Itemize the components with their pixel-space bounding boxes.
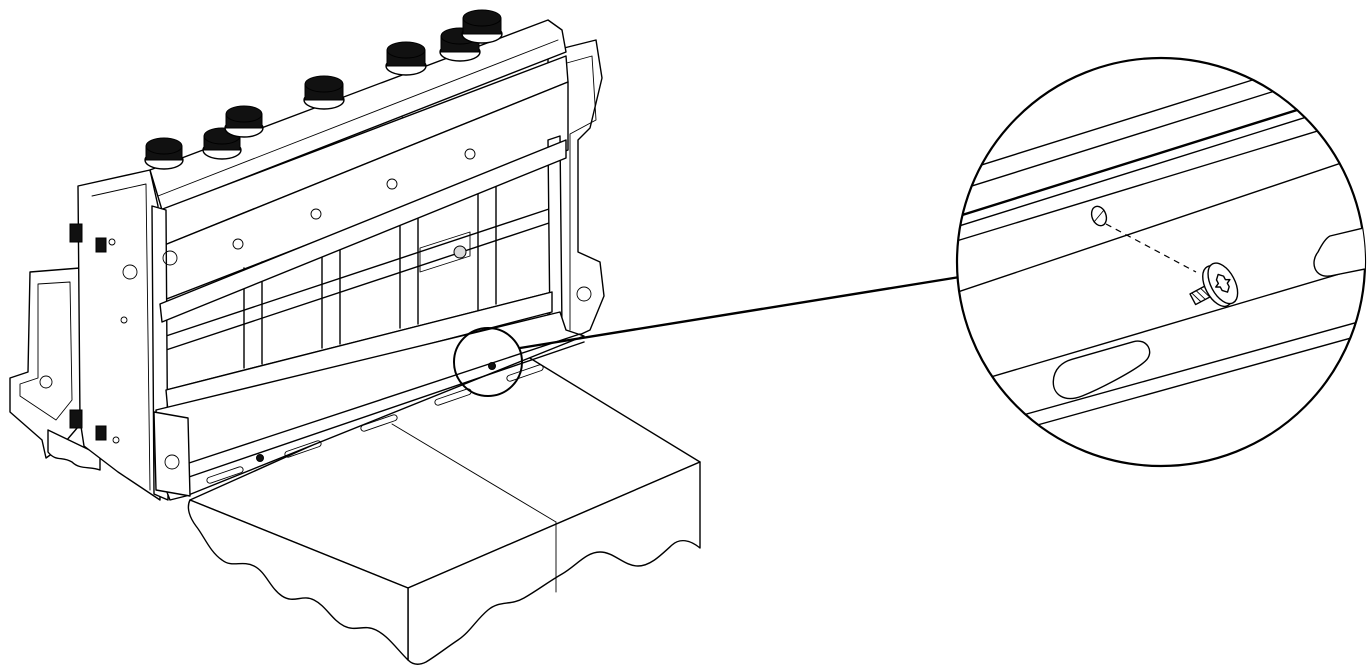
left-panel-hole-1 <box>122 264 138 280</box>
left-panel-clip-1 <box>69 223 83 243</box>
left-panel-clip-4 <box>95 425 107 441</box>
left-panel-hole-3 <box>120 316 128 324</box>
right-end-panel-edge <box>555 55 597 331</box>
base-front-face <box>407 461 701 665</box>
upper-hole-4 <box>464 148 476 160</box>
base-seam-top <box>391 423 557 523</box>
base-platform <box>187 351 701 665</box>
front-channel-edge <box>185 341 585 479</box>
left-panel-hole-4 <box>112 436 120 444</box>
callout-leader-line <box>518 274 968 350</box>
rail-slot-5 <box>506 364 544 382</box>
detail-insert-path <box>1105 223 1197 273</box>
inner-knob <box>453 245 467 259</box>
left-panel-hole-2 <box>108 238 116 246</box>
left-end-panel-edge <box>91 183 151 491</box>
left-panel-clip-2 <box>95 237 107 253</box>
front-channel-lip <box>185 333 581 465</box>
top-caps <box>144 9 503 170</box>
detail-slot-1 <box>1052 340 1151 400</box>
screw-icon <box>1189 262 1239 308</box>
inner-shelf-line-2 <box>165 221 553 351</box>
rail-slot-1 <box>206 466 244 484</box>
upper-hole-3 <box>386 178 398 190</box>
rail-screw-2 <box>488 362 496 370</box>
detail-edge-6 <box>957 149 1365 299</box>
lower-rail <box>165 291 553 413</box>
top-panel-line <box>157 39 559 197</box>
lower-left-cap-hole <box>164 454 180 470</box>
callout-small-circle <box>453 327 523 397</box>
upper-left-hole <box>162 250 178 266</box>
left-bracket-foot <box>47 429 101 471</box>
inner-component <box>419 231 471 273</box>
cap-7 <box>461 9 503 44</box>
left-bracket-inner <box>19 281 73 421</box>
upper-hole-2 <box>310 208 322 220</box>
cap-5 <box>385 41 427 76</box>
detail-edge-5 <box>957 111 1365 247</box>
detail-screw-hole-mark <box>1093 209 1105 223</box>
right-panel-hole <box>576 286 592 302</box>
base-left-face <box>187 499 409 661</box>
rail-slot-2 <box>284 440 322 458</box>
detail-view <box>955 56 1367 468</box>
inner-shelf-line-1 <box>165 207 553 337</box>
left-panel-clip-3 <box>69 409 83 429</box>
left-bracket <box>9 267 85 459</box>
rail-slot-3 <box>360 414 398 432</box>
callout <box>453 274 968 397</box>
cap-4 <box>303 75 345 110</box>
middle-rail <box>159 139 567 323</box>
rail-screw-1 <box>256 454 264 462</box>
detail-edge-7 <box>957 261 1365 393</box>
detail-circle <box>955 56 1367 468</box>
equipment-chassis <box>9 9 605 501</box>
cap-3 <box>224 105 264 138</box>
upper-hole-1 <box>232 238 244 250</box>
left-bracket-hole <box>39 375 53 389</box>
cap-1 <box>144 137 184 170</box>
lower-left-cap <box>153 411 191 497</box>
top-panel <box>149 19 567 211</box>
